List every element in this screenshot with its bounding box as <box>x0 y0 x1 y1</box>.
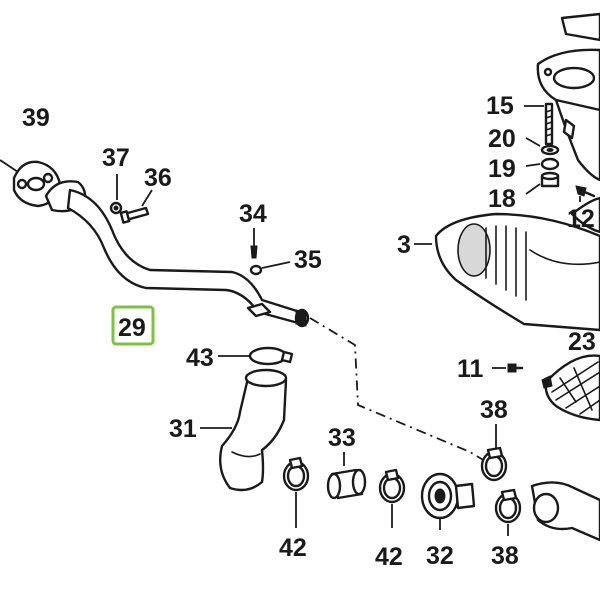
part-29-exhaust-pipe <box>44 180 310 328</box>
callout-38-upper: 38 <box>480 396 508 424</box>
part-18-nut <box>525 171 560 195</box>
part-12-bolt <box>575 185 596 202</box>
callout-43: 43 <box>186 344 214 372</box>
lower-right-hose <box>530 481 600 542</box>
part-34-bolt <box>250 228 258 259</box>
part-43-clamp <box>218 346 294 366</box>
callout-11: 11 <box>457 355 484 383</box>
part-33-sleeve <box>326 452 367 500</box>
highlight-box-29 <box>111 305 155 346</box>
part-42-clamp-left <box>282 456 310 528</box>
part-32-fitting <box>420 472 476 530</box>
callout-29: 29 <box>118 314 146 342</box>
callout-35: 35 <box>294 246 322 274</box>
part-20-washer <box>525 137 560 156</box>
top-right-housing <box>536 12 600 234</box>
callout-42-left: 42 <box>279 534 307 562</box>
part-35-nut <box>249 261 291 276</box>
part-38-clamp-upper <box>480 424 508 482</box>
assembly-centerline <box>309 317 501 471</box>
callout-12: 12 <box>567 205 595 233</box>
callout-42-right: 42 <box>375 543 403 571</box>
callout-32: 32 <box>426 542 454 570</box>
callout-20: 20 <box>488 125 516 153</box>
part-31-bent-hose <box>200 368 288 492</box>
callout-38-lower: 38 <box>491 542 519 570</box>
part-15-stud <box>524 102 554 146</box>
part-36-bolt <box>119 189 153 224</box>
part-37-washer <box>109 174 123 215</box>
part-23-grate <box>541 354 600 422</box>
callout-31: 31 <box>169 415 197 443</box>
callout-37: 37 <box>102 144 130 172</box>
part-11-screw <box>492 363 524 373</box>
part-3-exhaust-elbow <box>414 212 600 332</box>
callout-23: 23 <box>568 328 596 356</box>
callout-33: 33 <box>328 424 356 452</box>
callout-15: 15 <box>486 92 514 120</box>
callout-19: 19 <box>488 155 516 183</box>
callout-18: 18 <box>488 185 516 213</box>
part-42-clamp-right <box>378 468 406 528</box>
callout-36: 36 <box>144 164 172 192</box>
part-38-clamp-lower <box>494 488 522 536</box>
callout-3: 3 <box>397 231 411 259</box>
callout-34: 34 <box>239 200 267 228</box>
callout-39: 39 <box>22 104 50 132</box>
part-19-lock-washer <box>525 157 560 171</box>
